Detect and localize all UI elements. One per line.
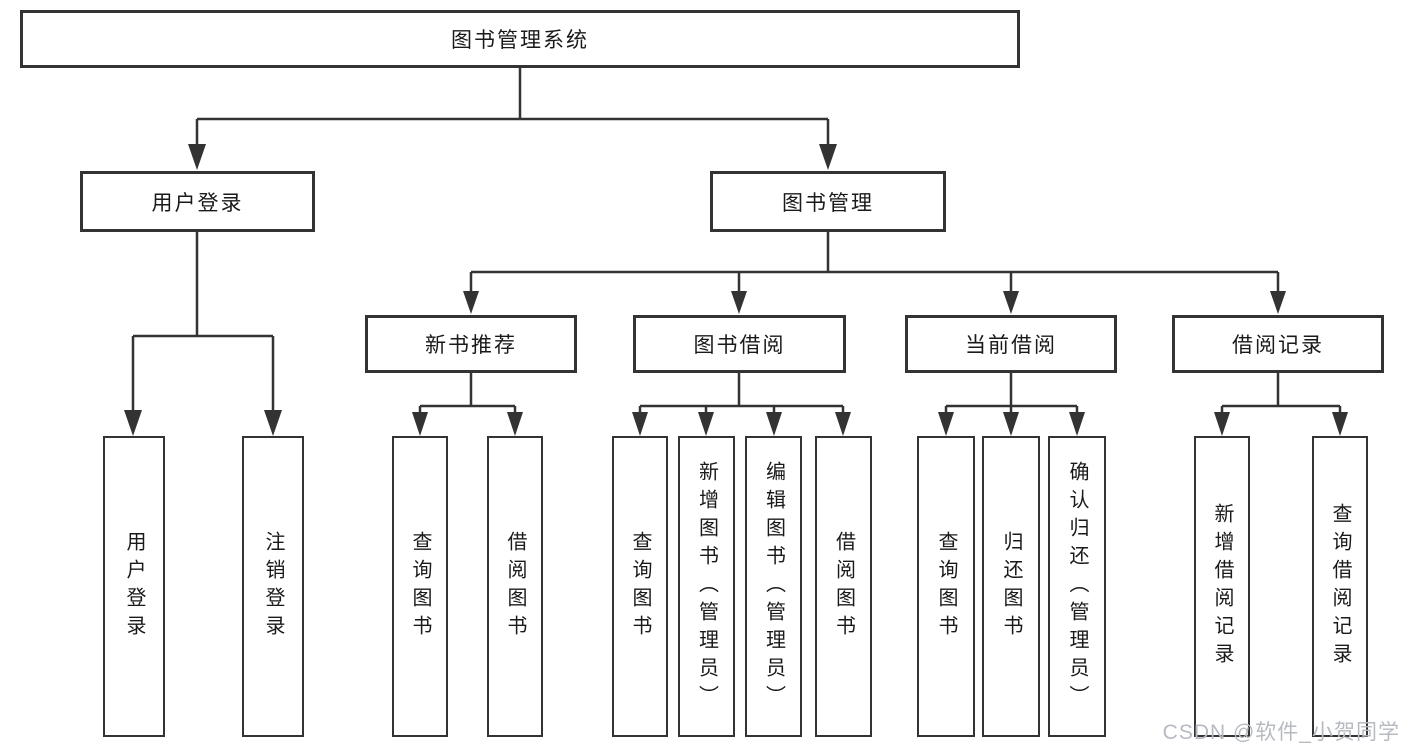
leaf-edit-book-admin: 编辑图书（管理员） [745,436,802,737]
node-borrowing-records: 借阅记录 [1172,315,1384,373]
leaf-return-books: 归还图书 [982,436,1040,737]
leaf-user-login: 用户登录 [103,436,165,737]
node-user-login: 用户登录 [80,171,315,232]
leaf-borrow-books-recommend: 借阅图书 [487,436,543,737]
connector-paths [131,67,1342,414]
node-book-management: 图书管理 [710,171,946,232]
arrowheads [124,144,1348,436]
leaf-add-book-admin: 新增图书（管理员） [678,436,735,737]
csdn-watermark: CSDN @软件_小贺同学 [1162,721,1400,744]
leaf-query-books-recommend: 查询图书 [392,436,448,737]
leaf-logout: 注销登录 [242,436,304,737]
leaf-add-borrow-record: 新增借阅记录 [1194,436,1250,737]
leaf-query-books-borrow: 查询图书 [612,436,668,737]
node-library-management-system: 图书管理系统 [20,10,1020,68]
leaf-borrow-books: 借阅图书 [815,436,872,737]
leaf-confirm-return-admin: 确认归还（管理员） [1048,436,1106,737]
node-current-borrowing: 当前借阅 [905,315,1117,373]
node-book-borrowing: 图书借阅 [633,315,846,373]
leaf-query-borrow-record: 查询借阅记录 [1312,436,1368,737]
node-new-book-recommendation: 新书推荐 [365,315,577,373]
leaf-query-books-current: 查询图书 [917,436,975,737]
